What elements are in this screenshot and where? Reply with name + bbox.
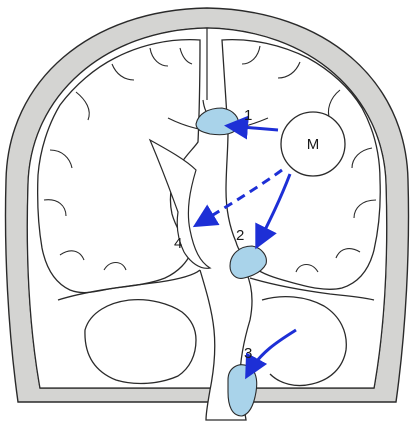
mass-label: M — [307, 136, 320, 153]
label-4: 4 — [174, 235, 182, 252]
label-1: 1 — [244, 107, 252, 124]
label-2: 2 — [236, 227, 244, 244]
cerebellum — [85, 300, 196, 384]
tonsillar-herniation — [228, 365, 257, 416]
label-3: 3 — [244, 345, 252, 362]
